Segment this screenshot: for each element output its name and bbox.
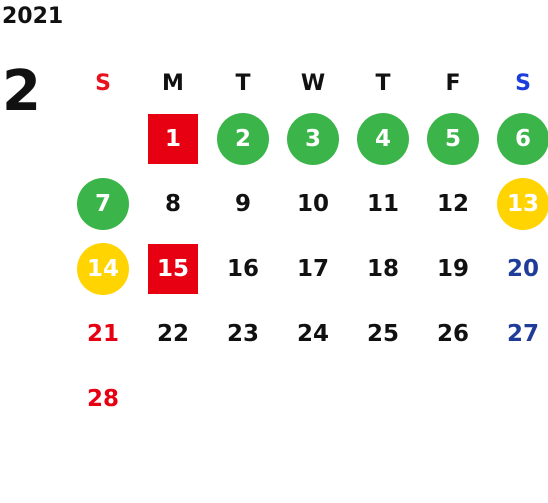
day-cell: 7 bbox=[68, 171, 138, 236]
week-row: 28 bbox=[68, 366, 548, 431]
calendar-grid: S M T W T F S 1 2 3 4 5 6 7 8 9 10 11 12… bbox=[68, 60, 548, 431]
weekday-sun: S bbox=[95, 70, 111, 96]
day-cell: 26 bbox=[436, 320, 469, 347]
weekday-mon: M bbox=[162, 70, 184, 96]
week-row: 7 8 9 10 11 12 13 bbox=[68, 171, 548, 236]
month-label: 2 bbox=[2, 59, 41, 124]
day-cell: 8 bbox=[164, 190, 181, 217]
day-cell: 5 bbox=[418, 106, 488, 171]
day-cell-sunday: 21 bbox=[86, 320, 119, 347]
weekday-header-row: S M T W T F S bbox=[68, 60, 548, 106]
weekday-fri: F bbox=[445, 70, 461, 96]
week-row: 14 15 16 17 18 19 20 bbox=[68, 236, 548, 301]
day-cell: 19 bbox=[436, 255, 469, 282]
weekday-wed: W bbox=[300, 70, 326, 96]
weekday-sat: S bbox=[515, 70, 531, 96]
holiday-marker: 15 bbox=[148, 243, 198, 294]
day-cell: 10 bbox=[296, 190, 329, 217]
day-cell: 22 bbox=[156, 320, 189, 347]
yellow-day-marker: 14 bbox=[77, 242, 129, 295]
day-cell: 15 bbox=[138, 236, 208, 301]
day-cell-sunday: 28 bbox=[86, 385, 119, 412]
day-cell: 4 bbox=[348, 106, 418, 171]
day-cell: 25 bbox=[366, 320, 399, 347]
day-cell: 14 bbox=[68, 236, 138, 301]
day-cell: 3 bbox=[278, 106, 348, 171]
day-cell: 9 bbox=[234, 190, 251, 217]
day-cell-saturday: 27 bbox=[506, 320, 539, 347]
week-row: 21 22 23 24 25 26 27 bbox=[68, 301, 548, 366]
day-cell: 18 bbox=[366, 255, 399, 282]
day-cell: 2 bbox=[208, 106, 278, 171]
day-cell: 24 bbox=[296, 320, 329, 347]
week-row: 1 2 3 4 5 6 bbox=[68, 106, 548, 171]
day-cell: 16 bbox=[226, 255, 259, 282]
day-cell: 1 bbox=[138, 106, 208, 171]
yellow-day-marker: 13 bbox=[497, 177, 548, 230]
day-cell: 12 bbox=[436, 190, 469, 217]
year-label: 2021 bbox=[2, 4, 64, 29]
day-cell-saturday: 20 bbox=[506, 255, 539, 282]
green-day-marker: 5 bbox=[427, 112, 479, 165]
green-day-marker: 6 bbox=[497, 112, 548, 165]
green-day-marker: 4 bbox=[357, 112, 409, 165]
green-day-marker: 3 bbox=[287, 112, 339, 165]
day-cell: 13 bbox=[488, 171, 548, 236]
day-cell: 17 bbox=[296, 255, 329, 282]
day-cell: 6 bbox=[488, 106, 548, 171]
weekday-thu: T bbox=[375, 70, 391, 96]
day-cell: 11 bbox=[366, 190, 399, 217]
holiday-marker: 1 bbox=[148, 113, 198, 164]
green-day-marker: 2 bbox=[217, 112, 269, 165]
weekday-tue: T bbox=[235, 70, 251, 96]
day-cell: 23 bbox=[226, 320, 259, 347]
day-cell-empty bbox=[68, 106, 138, 171]
green-day-marker: 7 bbox=[77, 177, 129, 230]
